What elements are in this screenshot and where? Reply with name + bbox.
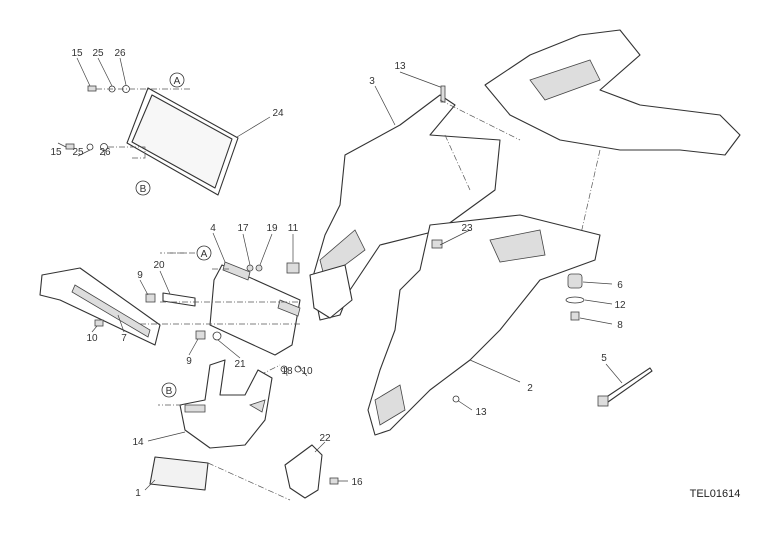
callout-21: 21: [234, 359, 246, 370]
callout-22: 22: [319, 433, 331, 444]
callout-13: 13: [475, 407, 487, 418]
rear-subframe: [439, 29, 741, 261]
callout-26: 26: [114, 48, 126, 59]
callout-24: 24: [272, 108, 284, 119]
part-7-side-bracket: [39, 267, 161, 346]
callout-3: 3: [369, 76, 375, 87]
callout-8: 8: [617, 320, 623, 331]
parts-6-12-8: [565, 273, 613, 325]
callout-17: 17: [237, 223, 249, 234]
callout-15: 15: [71, 48, 83, 59]
reference-marker-a: A A: [169, 72, 212, 261]
callout-6: 6: [617, 280, 623, 291]
svg-text:B: B: [166, 386, 173, 397]
callout-13: 13: [394, 61, 406, 72]
svg-text:B: B: [140, 184, 147, 195]
callout-23: 23: [461, 223, 473, 234]
part-24-plate-frame: [126, 87, 239, 196]
reference-marker-b: B B: [135, 180, 177, 398]
callout-26: 26: [99, 147, 111, 158]
callout-2: 2: [527, 383, 533, 394]
callout-25: 25: [92, 48, 104, 59]
drawing-code: TEL01614: [690, 488, 741, 500]
callout-19: 19: [266, 223, 278, 234]
svg-text:A: A: [174, 76, 181, 87]
callout-18: 18: [281, 366, 293, 377]
callout-14: 14: [132, 437, 144, 448]
callout-10: 10: [86, 333, 98, 344]
callout-7: 7: [121, 333, 127, 344]
part-14-plate-support: [144, 359, 308, 501]
callout-12: 12: [614, 300, 626, 311]
callout-15: 15: [50, 147, 62, 158]
callout-25: 25: [72, 147, 84, 158]
part-22-cover: [284, 441, 348, 499]
part-5-cable-tie: [597, 363, 653, 407]
callout-4: 4: [210, 223, 216, 234]
part-2-inner-mudguard: [367, 214, 601, 436]
fasteners-top: [57, 57, 271, 159]
callout-9: 9: [186, 356, 192, 367]
svg-text:A: A: [201, 249, 208, 260]
callout-10: 10: [301, 366, 313, 377]
part-3-rear-hugger: [309, 71, 501, 321]
callout-11: 11: [288, 223, 299, 234]
callout-16: 16: [351, 477, 363, 488]
callout-1: 1: [135, 488, 141, 499]
part-4-plate-bracket: [139, 232, 301, 376]
callout-9: 9: [137, 270, 143, 281]
callout-5: 5: [601, 353, 607, 364]
callout-20: 20: [153, 260, 165, 271]
